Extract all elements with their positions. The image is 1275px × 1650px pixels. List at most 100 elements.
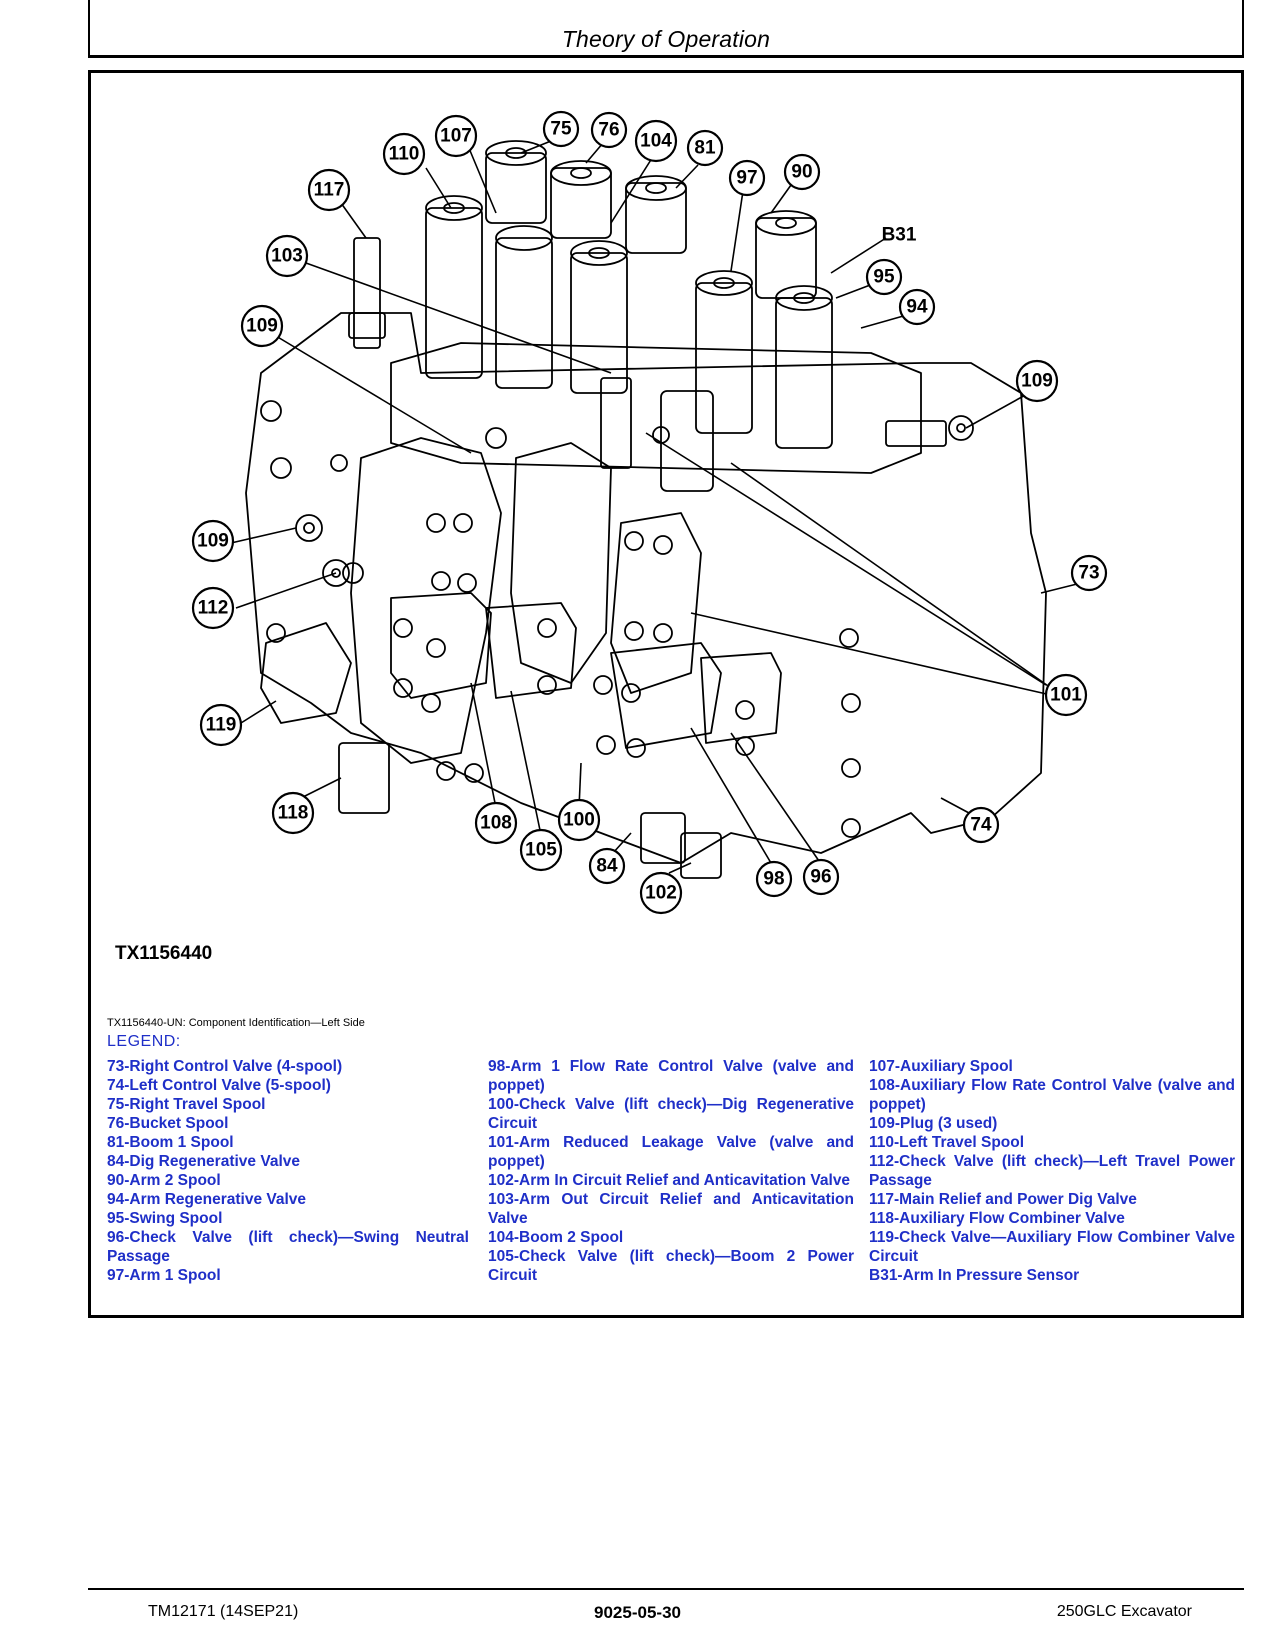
callout-108: 108 <box>474 801 518 845</box>
legend-title: LEGEND: <box>107 1033 181 1050</box>
svg-text:107: 107 <box>440 126 472 147</box>
footer-model: 250GLC Excavator <box>1056 1603 1192 1620</box>
footer-divider <box>88 1588 1244 1590</box>
svg-text:110: 110 <box>389 144 420 165</box>
callout-73: 73 <box>1070 554 1108 592</box>
svg-text:112: 112 <box>198 598 229 619</box>
legend-item: B31-Arm In Pressure Sensor <box>869 1267 1080 1284</box>
legend-column-1: 73-Right Control Valve (4-spool) 74-Left… <box>107 1057 469 1285</box>
svg-text:104: 104 <box>640 131 672 152</box>
svg-text:109: 109 <box>1021 371 1053 392</box>
page-title: Theory of Operation <box>561 26 771 52</box>
legend-item: 105-Check Valve (lift check)—Boom 2 Powe… <box>488 1248 854 1284</box>
legend-item: 94-Arm Regenerative Valve <box>107 1191 307 1208</box>
legend-item: 95-Swing Spool <box>107 1210 223 1227</box>
legend-item: 97-Arm 1 Spool <box>107 1267 221 1284</box>
control-valve-illustration: 75 76 107 110 104 81 97 90 117 B31 95 10… <box>191 110 1108 915</box>
legend-item: 84-Dig Regenerative Valve <box>107 1153 300 1170</box>
svg-text:109: 109 <box>197 531 229 552</box>
page-header: Theory of Operation <box>88 0 1244 58</box>
legend-item: 108-Auxiliary Flow Rate Control Valve (v… <box>869 1077 1235 1113</box>
callout-97: 97 <box>728 159 766 197</box>
callout-94: 94 <box>898 288 936 326</box>
callout-109-top: 109 <box>240 304 284 348</box>
svg-text:101: 101 <box>1050 685 1082 706</box>
svg-text:119: 119 <box>206 715 237 736</box>
svg-text:81: 81 <box>694 138 716 159</box>
svg-text:95: 95 <box>873 267 895 288</box>
figure-id: TX1156440 <box>115 943 213 964</box>
legend-item: 119-Check Valve—Auxiliary Flow Combiner … <box>869 1229 1235 1265</box>
svg-text:105: 105 <box>525 840 557 861</box>
callout-101: 101 <box>1044 673 1088 717</box>
svg-text:73: 73 <box>1078 563 1099 584</box>
footer-page-number: 9025-05-30 <box>594 1603 681 1622</box>
svg-text:100: 100 <box>563 810 595 831</box>
svg-text:74: 74 <box>970 815 992 836</box>
legend-item: 117-Main Relief and Power Dig Valve <box>869 1191 1137 1208</box>
callout-109-right: 109 <box>1015 359 1059 403</box>
legend-item: 100-Check Valve (lift check)—Dig Regener… <box>488 1096 854 1132</box>
svg-text:94: 94 <box>906 297 928 318</box>
legend-item: 101-Arm Reduced Leakage Valve (valve and… <box>488 1134 854 1170</box>
legend-column-2: 98-Arm 1 Flow Rate Control Valve (valve … <box>488 1057 854 1285</box>
figure-caption: TX1156440-UN: Component Identification—L… <box>107 1017 365 1029</box>
callout-103: 103 <box>265 234 309 278</box>
svg-text:84: 84 <box>596 856 618 877</box>
callout-90: 90 <box>783 153 821 191</box>
legend-item: 98-Arm 1 Flow Rate Control Valve (valve … <box>488 1058 854 1094</box>
callout-112: 112 <box>191 586 235 630</box>
callout-75: 75 <box>542 110 580 148</box>
svg-text:97: 97 <box>736 168 757 189</box>
legend-item: 102-Arm In Circuit Relief and Anticavita… <box>488 1172 851 1189</box>
svg-text:109: 109 <box>246 316 278 337</box>
legend-item: 104-Boom 2 Spool <box>488 1229 624 1246</box>
legend-item: 90-Arm 2 Spool <box>107 1172 221 1189</box>
callout-104: 104 <box>634 119 678 163</box>
legend-item: 103-Arm Out Circuit Relief and Anticavit… <box>488 1191 854 1227</box>
footer-manual-id: TM12171 (14SEP21) <box>148 1603 299 1620</box>
legend-item: 118-Auxiliary Flow Combiner Valve <box>869 1210 1125 1227</box>
svg-text:108: 108 <box>480 813 512 834</box>
callout-81: 81 <box>686 129 724 167</box>
callout-118: 118 <box>271 791 315 835</box>
legend-item: 76-Bucket Spool <box>107 1115 229 1132</box>
legend-item: 112-Check Valve (lift check)—Left Travel… <box>869 1153 1235 1189</box>
callout-107: 107 <box>434 114 478 158</box>
svg-text:B31: B31 <box>882 225 917 246</box>
legend-item: 96-Check Valve (lift check)—Swing Neutra… <box>107 1229 469 1265</box>
legend-item: 73-Right Control Valve (4-spool) <box>107 1058 343 1075</box>
legend-item: 110-Left Travel Spool <box>869 1134 1025 1151</box>
svg-text:96: 96 <box>810 867 831 888</box>
svg-text:75: 75 <box>550 119 572 140</box>
legend-item: 75-Right Travel Spool <box>107 1096 266 1113</box>
svg-text:117: 117 <box>314 180 345 201</box>
callout-100: 100 <box>557 798 601 842</box>
callout-98: 98 <box>755 860 793 898</box>
callout-105: 105 <box>519 828 563 872</box>
callout-109-left: 109 <box>191 519 235 563</box>
callout-110: 110 <box>382 132 426 176</box>
svg-text:103: 103 <box>271 246 303 267</box>
svg-text:102: 102 <box>645 883 677 904</box>
legend-item: 107-Auxiliary Spool <box>869 1058 1013 1075</box>
legend-item: 74-Left Control Valve (5-spool) <box>107 1077 331 1094</box>
figure-frame: 75 76 107 110 104 81 97 90 117 B31 95 10… <box>88 70 1244 1318</box>
legend-column-3: 107-Auxiliary Spool 108-Auxiliary Flow R… <box>869 1057 1235 1285</box>
callout-95: 95 <box>865 258 903 296</box>
callout-74: 74 <box>962 806 1000 844</box>
callout-119: 119 <box>199 703 243 747</box>
svg-text:98: 98 <box>763 869 784 890</box>
svg-text:118: 118 <box>278 803 309 824</box>
callout-102: 102 <box>639 871 683 915</box>
callout-bubbles: 75 76 107 110 104 81 97 90 117 B31 95 10… <box>191 110 1108 915</box>
callout-76: 76 <box>590 111 628 149</box>
legend-item: 109-Plug (3 used) <box>869 1115 998 1132</box>
callout-96: 96 <box>802 858 840 896</box>
svg-text:76: 76 <box>598 120 619 141</box>
legend-item: 81-Boom 1 Spool <box>107 1134 234 1151</box>
callout-84: 84 <box>588 847 626 885</box>
callout-B31: B31 <box>882 225 917 246</box>
callout-117: 117 <box>307 168 351 212</box>
svg-text:90: 90 <box>791 162 812 183</box>
